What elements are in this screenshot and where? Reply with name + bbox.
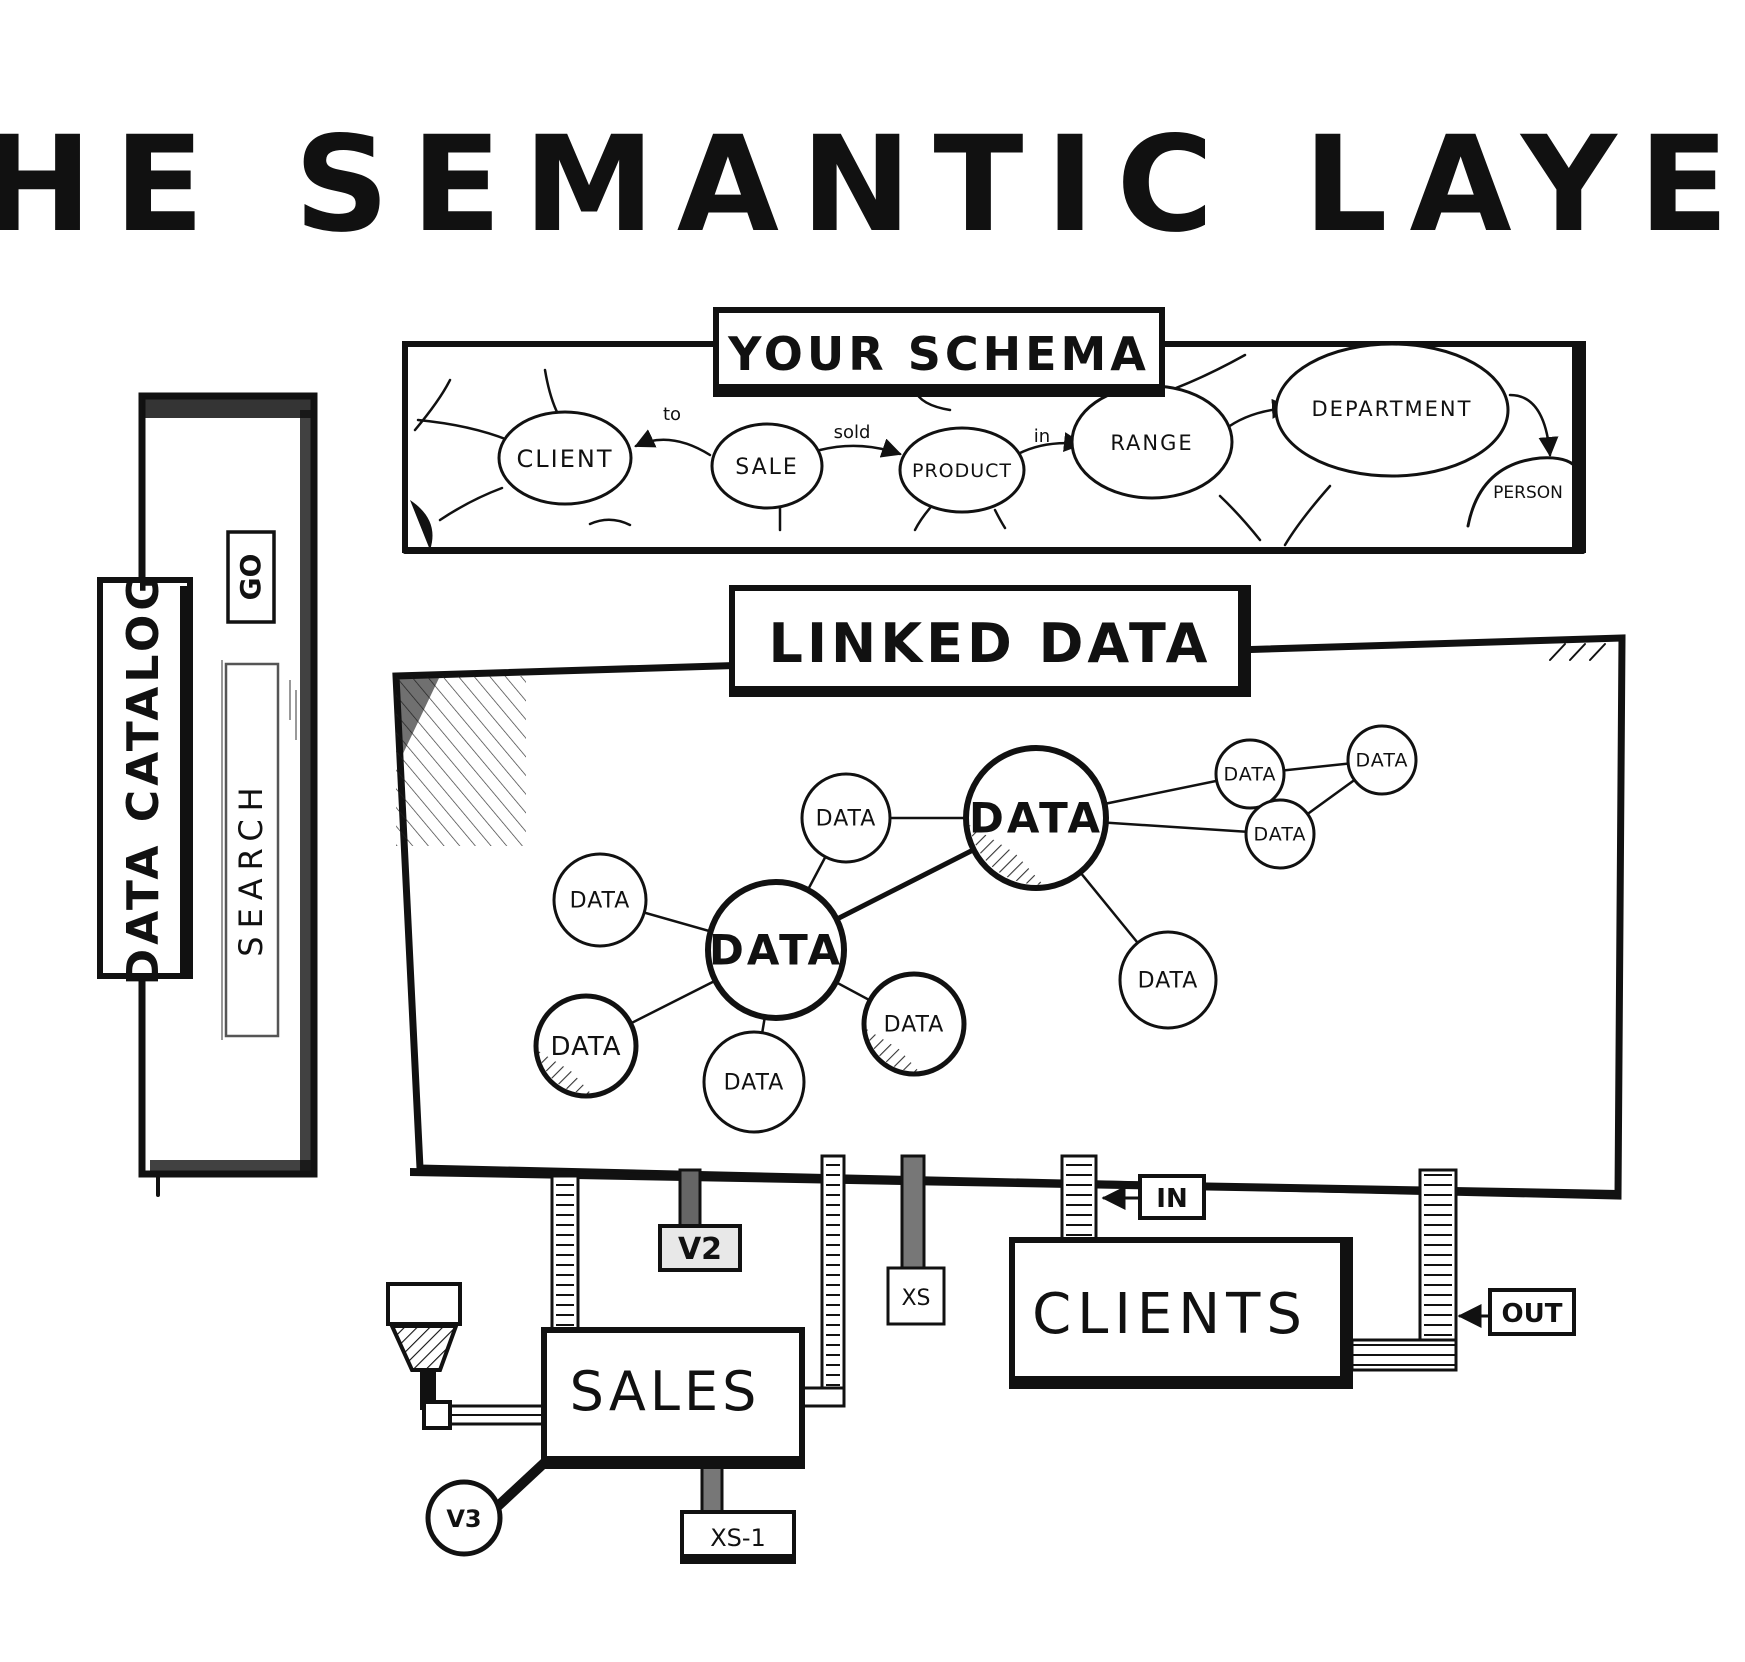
pipes	[438, 1154, 1458, 1514]
in-tag: IN	[1101, 1174, 1206, 1220]
edge-label-to: to	[663, 404, 681, 425]
schema-node-product: PRODUCT	[898, 426, 1026, 514]
clients-label: CLIENTS	[1032, 1282, 1308, 1347]
v3-node: V3	[425, 1479, 503, 1557]
v3-label: V3	[446, 1505, 481, 1533]
schema-heading-tab: YOUR SCHEMA	[713, 307, 1165, 397]
sales-box: SALES	[541, 1327, 805, 1469]
schema-node-client-label: CLIENT	[517, 445, 614, 473]
catalog-go-button[interactable]: GO	[226, 530, 276, 624]
xs-label: XS	[901, 1286, 930, 1311]
hopper-icon	[386, 1282, 462, 1430]
linked-data-node: DATA	[1346, 724, 1418, 796]
linked-data-node: DATA	[861, 971, 967, 1077]
schema-node-product-label: PRODUCT	[912, 460, 1012, 482]
schema-node-person-label: PERSON	[1493, 483, 1563, 503]
schema-node-sale: SALE	[710, 422, 824, 510]
linked-data-node-label: DATA	[570, 889, 631, 914]
linked-data-nodes: DATA DATA DATA DATA DATA DATA DATA DATA DATA DATA…	[533, 724, 1418, 1134]
linked-data-node-label: DATA	[884, 1013, 945, 1038]
catalog-search-input[interactable]: SEARCH	[221, 660, 297, 1040]
out-tag: OUT	[1457, 1288, 1576, 1336]
search-placeholder: SEARCH	[232, 779, 270, 956]
linked-data-node-label: DATA	[709, 926, 843, 975]
linked-data-node: DATA	[963, 745, 1109, 891]
schema-node-department-label: DEPARTMENT	[1312, 397, 1473, 421]
linked-data-node-label: DATA	[551, 1032, 622, 1062]
schema-node-range-label: RANGE	[1110, 431, 1193, 455]
linked-data-node: DATA	[1244, 798, 1316, 870]
data-catalog-tab: DATA CATALOG	[97, 571, 193, 986]
linked-data-node: DATA	[800, 772, 892, 864]
v2-label: V2	[678, 1232, 722, 1267]
go-button-label: GO	[234, 554, 267, 601]
schema-node-department: DEPARTMENT	[1274, 342, 1510, 478]
linked-data-node-label: DATA	[1224, 764, 1277, 786]
linked-data-node-label: DATA	[1356, 750, 1409, 772]
schema-node-client: CLIENT	[497, 410, 633, 506]
xs1-label: XS-1	[710, 1524, 766, 1552]
schema-node-range: RANGE	[1070, 384, 1234, 500]
linked-data-node: DATA	[1214, 738, 1286, 810]
linked-data-node-label: DATA	[969, 794, 1103, 843]
xs1-tag: XS-1	[680, 1510, 796, 1564]
xs-tag: XS	[886, 1266, 946, 1326]
linked-data-node-label: DATA	[1138, 969, 1199, 994]
linked-data-node-label: DATA	[1254, 824, 1307, 846]
linked-data-node: DATA	[702, 1030, 806, 1134]
sales-label: SALES	[570, 1360, 761, 1423]
linked-data-node: DATA	[1118, 930, 1218, 1030]
clients-box: CLIENTS	[1009, 1237, 1353, 1389]
in-label: IN	[1156, 1184, 1187, 1214]
v2-tag: V2	[658, 1224, 742, 1272]
page-title: THE SEMANTIC LAYER	[0, 108, 1745, 262]
linked-data-node: DATA	[533, 993, 639, 1099]
linked-data-heading-tab: LINKED DATA	[729, 585, 1251, 697]
schema-heading: YOUR SCHEMA	[727, 327, 1150, 381]
out-label: OUT	[1502, 1299, 1563, 1329]
linked-data-node: DATA	[552, 852, 648, 948]
linked-data-heading: LINKED DATA	[769, 612, 1212, 675]
schema-edges	[413, 353, 1559, 547]
edge-label-in: in	[1034, 426, 1050, 447]
linked-data-node: DATA	[705, 879, 847, 1021]
data-catalog-label: DATA CATALOG	[118, 571, 169, 986]
edge-label-sold: sold	[834, 422, 871, 443]
linked-data-node-label: DATA	[816, 807, 877, 832]
schema-node-person: PERSON	[1466, 456, 1580, 532]
linked-data-node-label: DATA	[724, 1071, 785, 1096]
schema-node-sale-label: SALE	[735, 455, 799, 480]
